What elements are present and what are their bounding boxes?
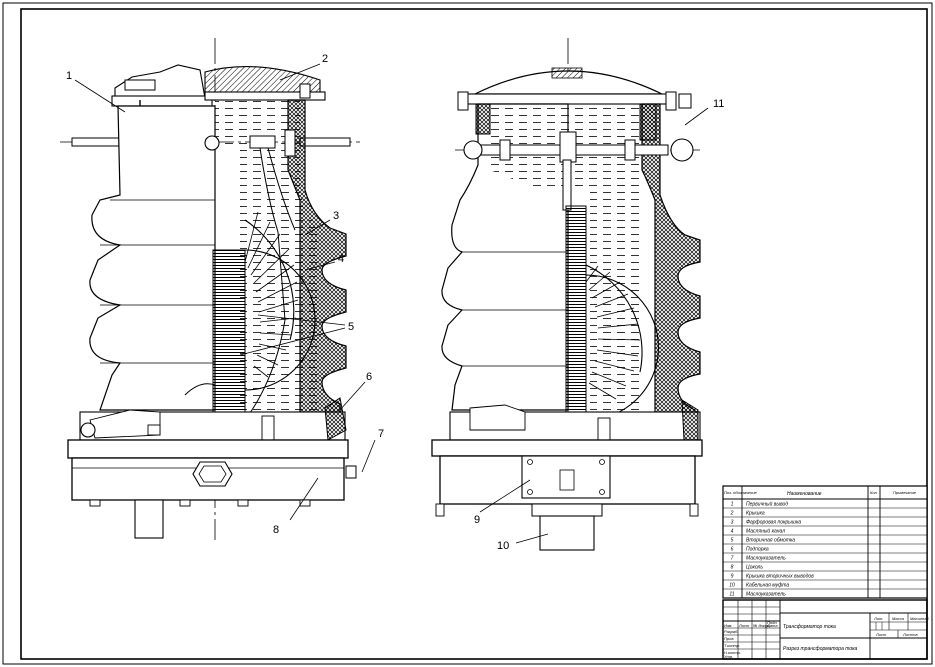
tb-podp: Подп. — [767, 620, 778, 625]
title-block — [722, 599, 928, 660]
tb-list: Лист — [738, 623, 750, 628]
spec-row-pos: 1 — [731, 502, 734, 508]
left-section-view — [60, 38, 360, 540]
spec-header-pos: Поз. обозначение — [724, 490, 758, 495]
callout-11: 11 — [713, 98, 724, 110]
spec-row-pos: 4 — [731, 529, 734, 535]
callout-10: 10 — [497, 540, 509, 552]
tb-lit: Лит. — [873, 616, 883, 621]
tb-utv: Утв. — [724, 654, 733, 659]
spec-row-name: Маслоуказатель — [746, 592, 786, 598]
callout-1: 1 — [66, 70, 72, 82]
tb-izm: Изм. — [724, 623, 733, 628]
tb-subtitle: Разрез трансформатора тока — [783, 646, 858, 652]
specification-table: Поз. обозначение Наименование Кол Примеч… — [722, 485, 928, 599]
spec-row-name: Вторичная обмотка — [746, 538, 795, 544]
tb-nkontr: Н.контр. — [724, 650, 741, 655]
spec-row-name: Крышка вторичных выводов — [746, 574, 814, 580]
spec-row-pos: 10 — [729, 583, 735, 589]
inner-frame — [20, 8, 928, 660]
spec-row-pos: 3 — [731, 520, 734, 526]
spec-row-pos: 2 — [730, 511, 734, 517]
spec-row-pos: 7 — [731, 556, 734, 562]
spec-row-pos: 11 — [729, 592, 734, 598]
callout-3: 3 — [333, 210, 339, 222]
tb-razrab: Разраб. — [724, 629, 738, 634]
callout-8: 8 — [273, 524, 279, 536]
callout-4: 4 — [338, 253, 344, 265]
tb-data: Дата — [766, 623, 778, 628]
spec-header-qty: Кол — [870, 490, 877, 495]
spec-row-pos: 8 — [731, 565, 734, 571]
spec-row-name: Крышка — [746, 511, 765, 517]
callout-5: 5 — [348, 321, 354, 333]
spec-row-name: Подпорка — [746, 547, 769, 553]
spec-row-name: Кабельная муфта — [746, 583, 789, 589]
right-side-view — [431, 38, 703, 551]
spec-row-name: Первичный вывод — [746, 501, 788, 508]
spec-row-pos: 9 — [731, 574, 734, 580]
spec-row-pos: 6 — [731, 547, 734, 553]
spec-row-pos: 5 — [731, 538, 734, 544]
callout-7: 7 — [378, 428, 384, 440]
leader-lines — [74, 63, 709, 544]
spec-row-name: Маслоуказатель — [746, 556, 786, 562]
tb-scale: Масштаб — [910, 616, 929, 621]
callout-9: 9 — [474, 514, 480, 526]
spec-row-name: Цоколь — [746, 565, 763, 571]
tb-mass: Масса — [892, 616, 905, 621]
spec-header-note: Примечание — [893, 490, 917, 495]
tb-prov: Пров. — [724, 636, 735, 641]
tb-sheets: Листов — [902, 632, 918, 637]
spec-header-name: Наименование — [787, 491, 822, 497]
spec-row-name: Фарфоровая покрышка — [746, 520, 801, 526]
spec-row-name: Масляный канал — [746, 528, 785, 535]
tb-ndoc: № докум. — [753, 623, 771, 628]
callout-6: 6 — [366, 371, 372, 383]
callout-2: 2 — [322, 53, 328, 65]
tb-tkontr: Т.контр. — [724, 643, 740, 648]
tb-sheet: Лист — [875, 632, 887, 637]
tb-title: Трансформатор тока — [783, 624, 836, 630]
